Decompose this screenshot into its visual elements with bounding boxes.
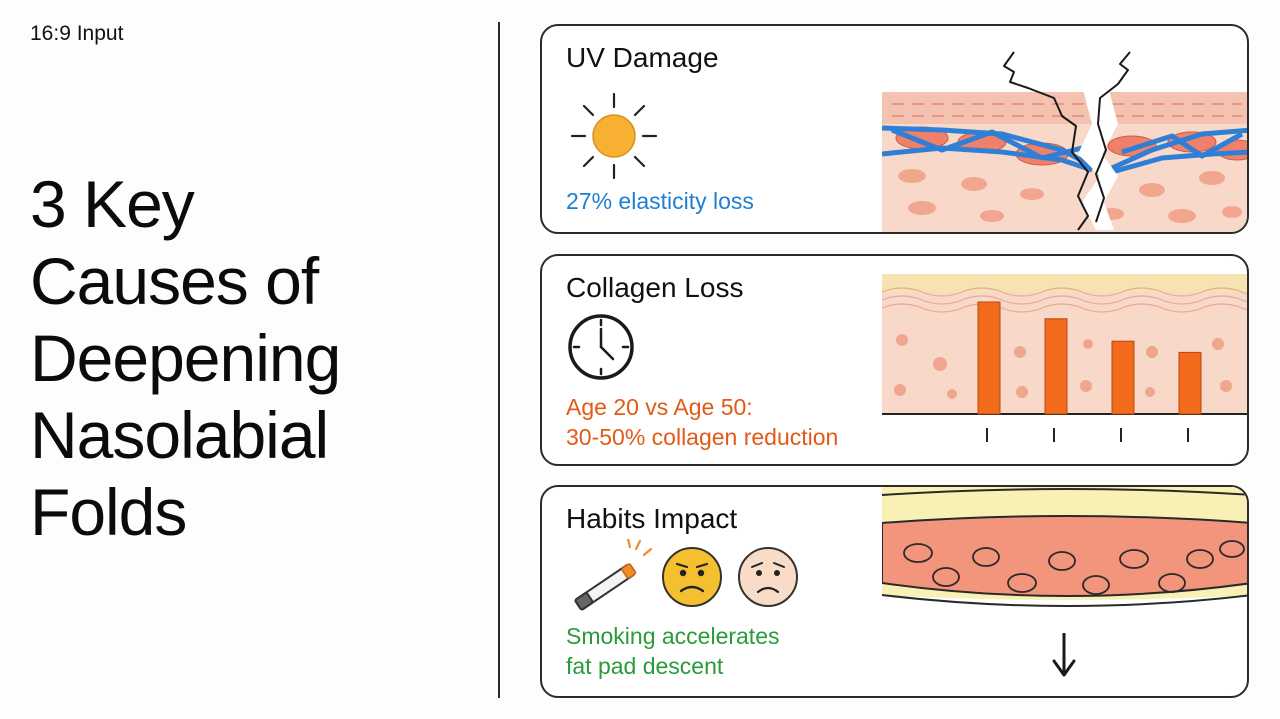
collagen-tick-group — [986, 428, 1189, 442]
stat-line: 27% elasticity loss — [566, 188, 754, 214]
card-uv-damage: UV Damage 27% elasticity loss — [540, 24, 1249, 234]
title-line: Folds — [30, 475, 187, 549]
collagen-bar — [1044, 318, 1068, 415]
collagen-bar — [1111, 340, 1135, 415]
stat-line: fat pad descent — [566, 653, 724, 679]
card-habits-impact: Habits Impact Smoking accelerates fat pa… — [540, 485, 1249, 698]
cigarette-icon — [574, 539, 652, 611]
stat-collagen-reduction: Age 20 vs Age 50: 30-50% collagen reduct… — [566, 392, 838, 452]
cracked-skin-illustration — [882, 51, 1247, 232]
stat-elasticity-loss: 27% elasticity loss — [566, 186, 754, 216]
card-title: Collagen Loss — [566, 272, 744, 303]
title-line: 3 Key — [30, 167, 195, 241]
collagen-bar-group — [977, 301, 1202, 415]
card-title: Habits Impact — [566, 503, 738, 534]
title-line: Deepening — [30, 321, 341, 395]
worried-face-icon — [662, 547, 722, 607]
title-line: Causes of — [30, 244, 319, 318]
clock-icon — [568, 314, 634, 380]
collagen-bar — [1178, 351, 1202, 415]
card-title: UV Damage — [566, 42, 719, 73]
collagen-bars-illustration — [882, 274, 1247, 442]
sad-face-icon — [738, 547, 798, 607]
fat-pad-illustration — [882, 487, 1247, 677]
vertical-divider — [498, 22, 500, 698]
collagen-bar — [977, 301, 1001, 415]
stat-line: Age 20 vs Age 50: — [566, 394, 753, 420]
format-tag: 16:9 Input — [30, 22, 124, 45]
stat-line: Smoking accelerates — [566, 623, 780, 649]
stat-line: 30-50% collagen reduction — [566, 424, 839, 450]
title-line: Nasolabial — [30, 398, 329, 472]
page-title: 3 Key Causes of Deepening Nasolabial Fol… — [30, 166, 470, 551]
sun-icon — [570, 92, 658, 180]
stat-smoking-impact: Smoking accelerates fat pad descent — [566, 621, 780, 681]
card-collagen-loss: Collagen Loss Age 20 vs Age 50: 30-50% c… — [540, 254, 1249, 466]
